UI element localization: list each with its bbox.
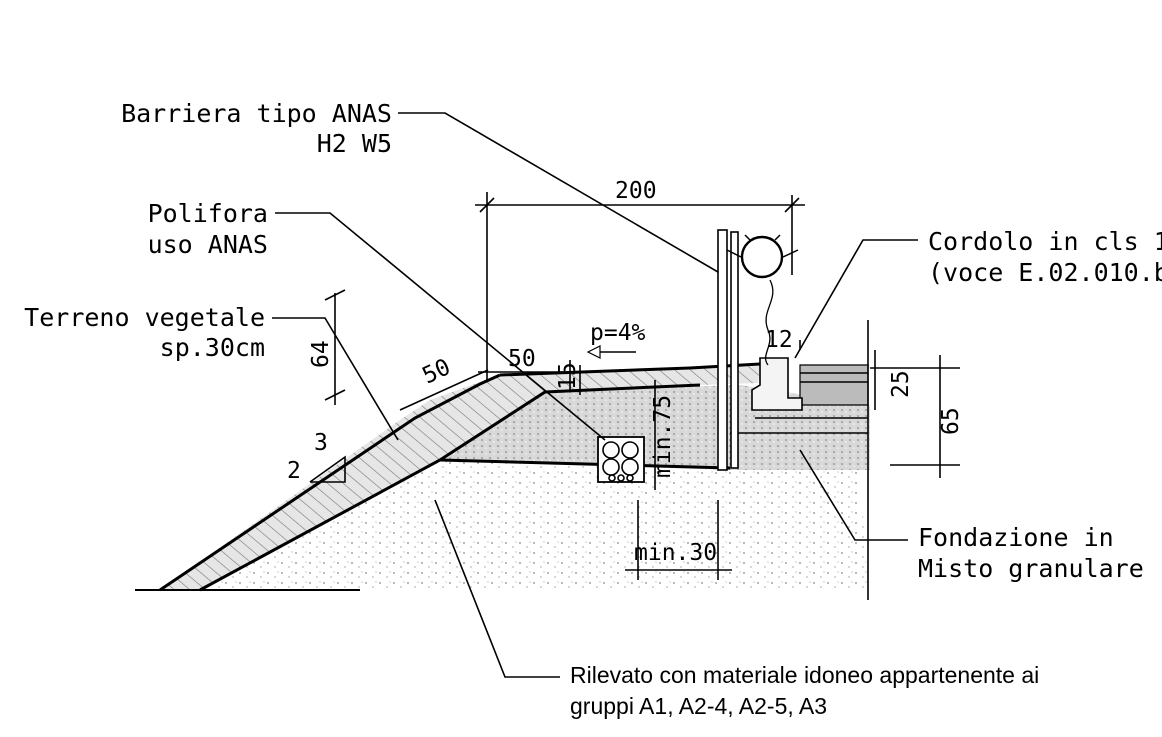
polifora-label-line1: Polifora [148, 199, 268, 228]
dimension-200: 200 [615, 178, 657, 204]
dimension-12: 12 [765, 327, 793, 353]
terreno-leader [272, 317, 399, 441]
terreno-label-line1: Terreno vegetale [24, 303, 265, 332]
dimension-50-slope: 50 [419, 354, 455, 389]
barrier-label-line1: Barriera tipo ANAS [121, 99, 392, 128]
slope-percentage: p=4% [590, 320, 646, 346]
dimension-50-top: 50 [508, 346, 536, 372]
polifora-leader [275, 212, 606, 441]
rilevato-label-line2: gruppi A1, A2-4, A2-5, A3 [570, 693, 827, 719]
slope-outline-upper [159, 373, 501, 592]
cordolo-label-line1: Cordolo in cls 1 [928, 227, 1162, 256]
fondazione-label-line2: Misto granulare [918, 554, 1144, 583]
pavement-layers [799, 364, 869, 406]
cordolo-label-line2: (voce E.02.010.b [928, 258, 1162, 287]
slope-outline-lower [199, 383, 701, 592]
barrier-post [717, 229, 799, 471]
vegetable-soil-layer [160, 365, 760, 590]
dimension-min75: min.75 [650, 395, 676, 478]
rilevato-leader [434, 499, 560, 678]
terreno-label-line2: sp.30cm [160, 333, 265, 362]
rilevato-label-line1: Rilevato con materiale idoneo appartenen… [570, 662, 1039, 688]
dimension-64: 64 [308, 340, 334, 368]
slope-ratio-run: 3 [314, 430, 328, 456]
polifora-label-line2: uso ANAS [148, 230, 268, 259]
barrier-leader [398, 112, 719, 273]
dimension-15: 15 [555, 362, 581, 390]
dimension-25: 25 [888, 370, 914, 398]
polifora-conduits [597, 436, 645, 483]
fondazione-label-line1: Fondazione in [918, 523, 1114, 552]
cordolo-leader [794, 239, 918, 359]
dimension-65: 65 [938, 407, 964, 435]
kerb-cordolo [751, 357, 803, 411]
slope-ratio-rise: 2 [287, 458, 301, 484]
fondazione-leader [799, 449, 908, 541]
foundation-base-line [439, 458, 731, 470]
dimension-min30: min.30 [634, 540, 717, 566]
barrier-label-line2: H2 W5 [317, 129, 392, 158]
embankment-fill [160, 460, 868, 590]
